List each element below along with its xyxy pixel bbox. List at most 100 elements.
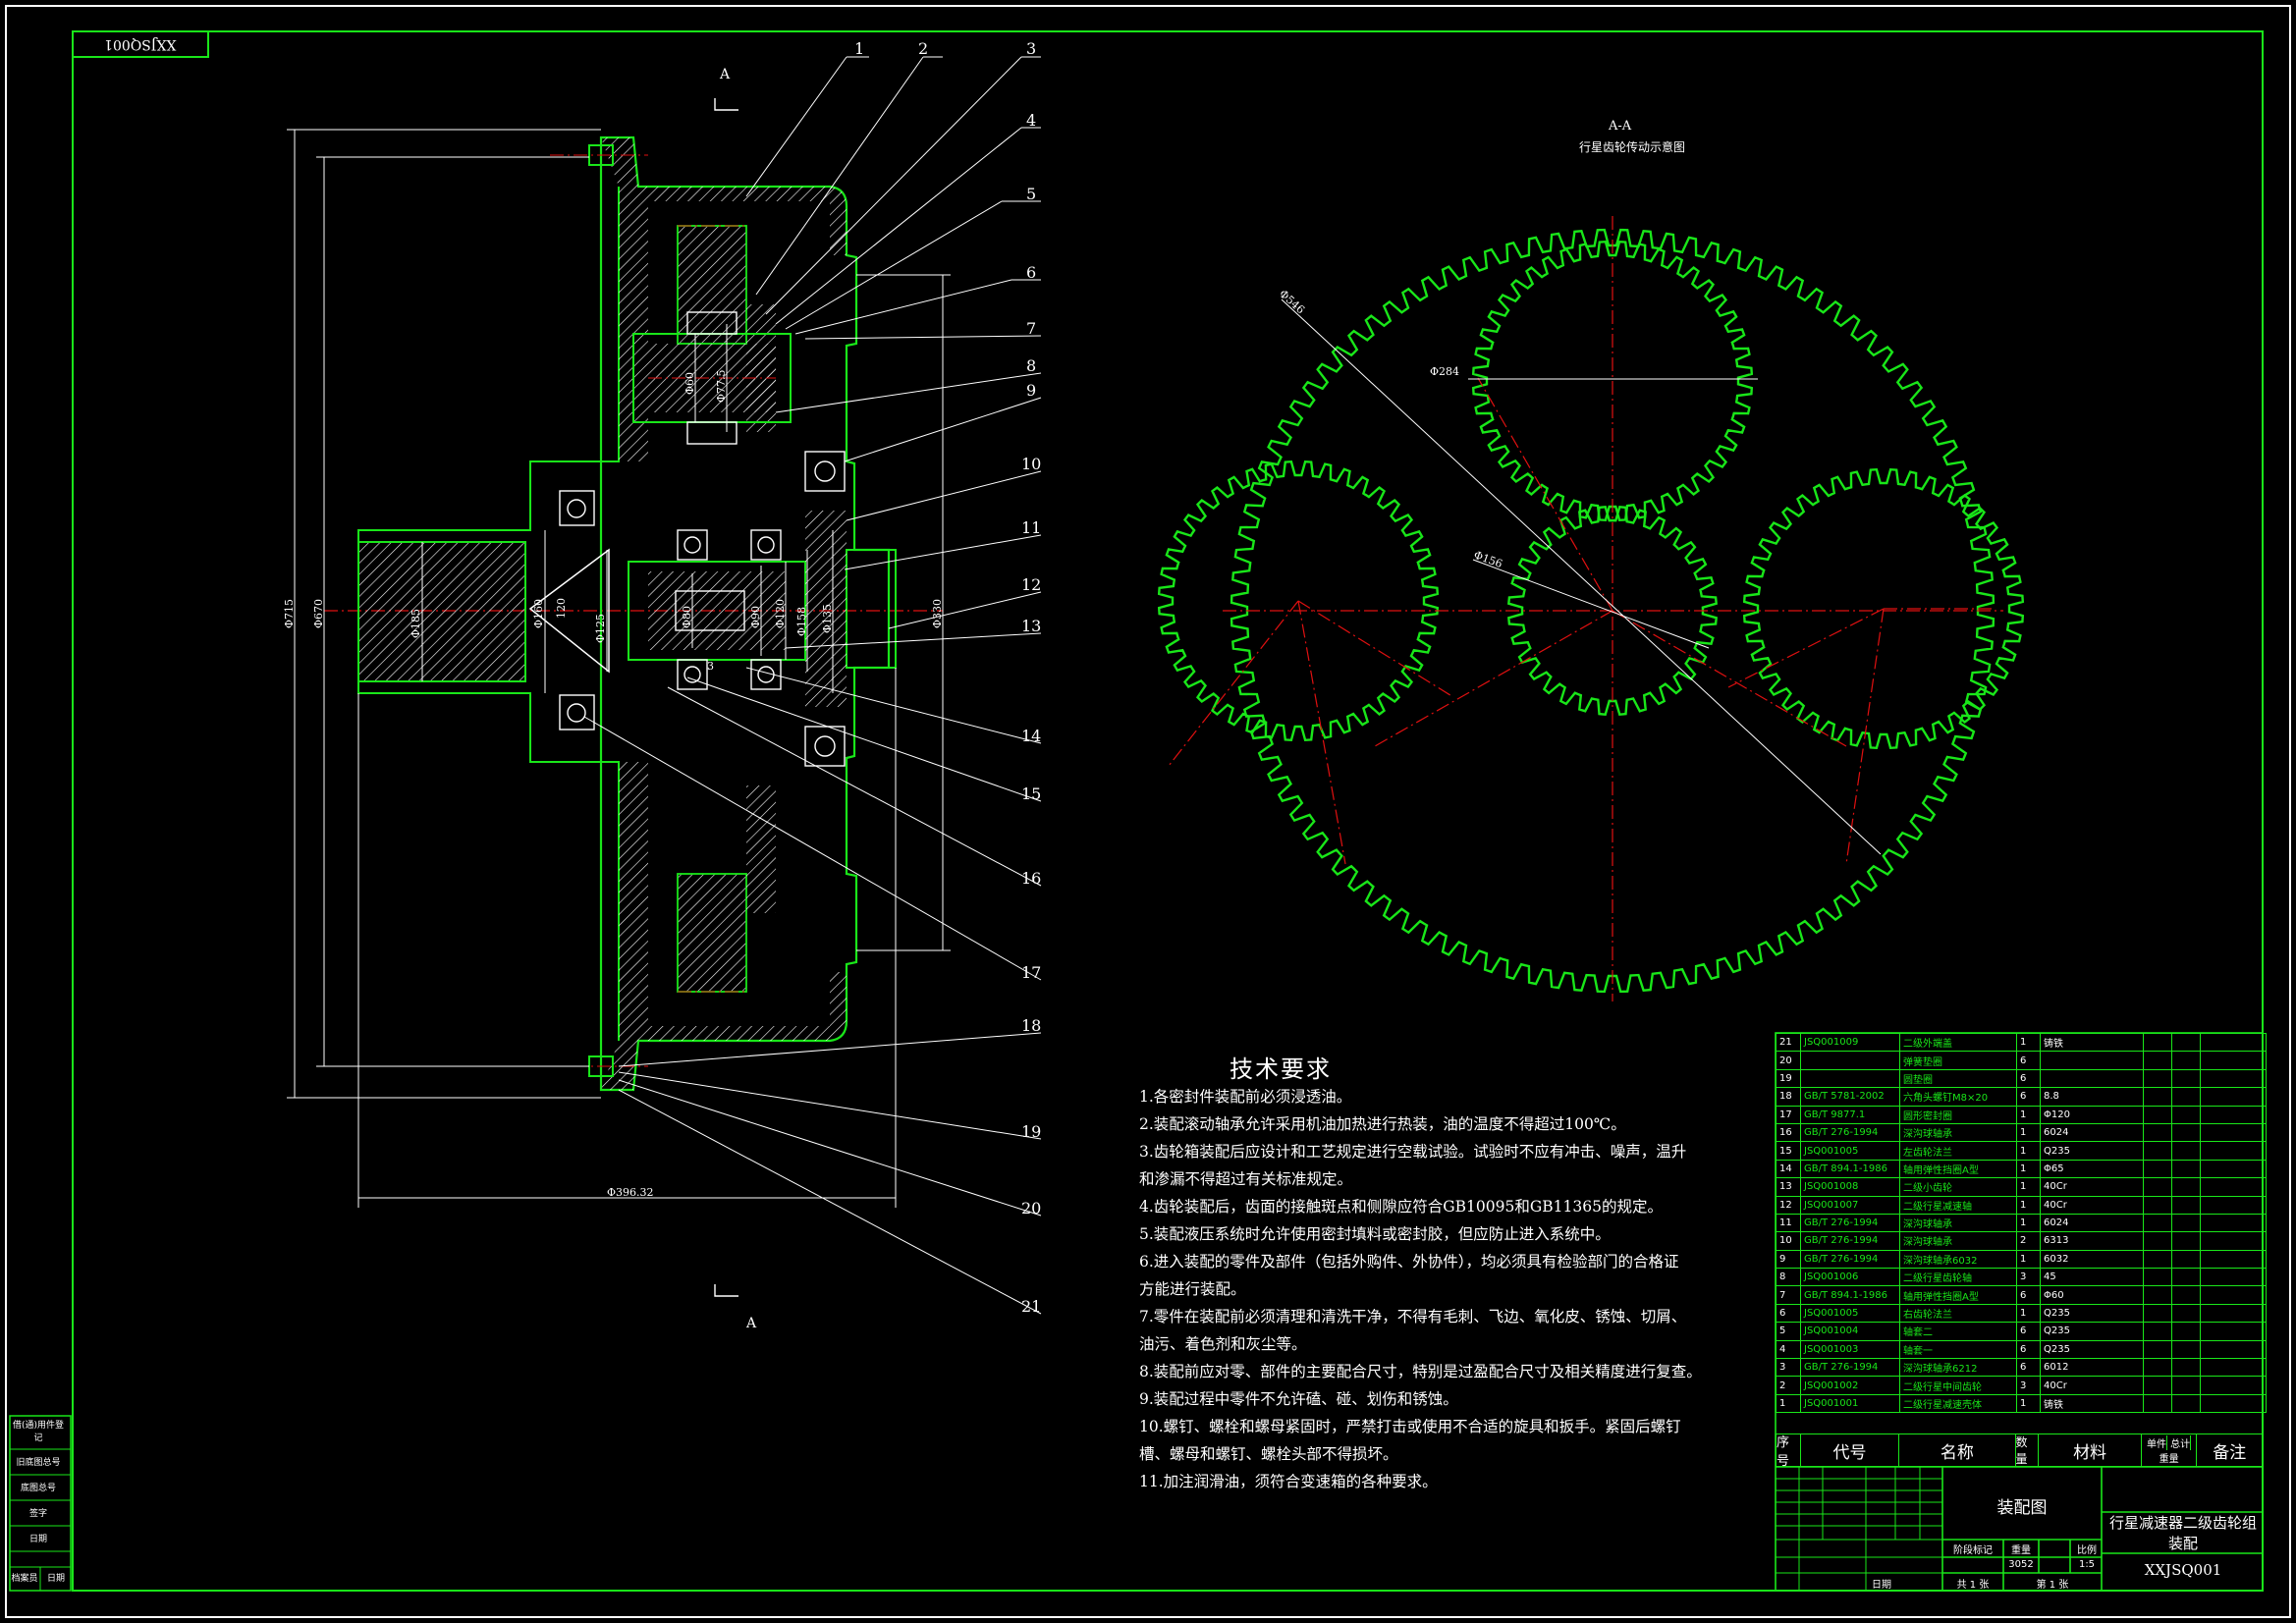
bom-mat	[2040, 1068, 2144, 1089]
bom-qty: 1	[2016, 1177, 2041, 1197]
bom-name: 二级小齿轮	[1899, 1177, 2017, 1197]
sheet-count: 共 1 张	[1956, 1580, 1990, 1591]
bom-empty-cell	[2171, 1322, 2201, 1341]
bom-empty-cell	[2200, 1213, 2267, 1233]
bom-name: 二级行星中间齿轮	[1899, 1376, 2017, 1395]
balloon-20: 20	[1021, 1199, 1041, 1217]
bom-name: 深沟球轴承	[1899, 1213, 2017, 1233]
svg-text:Φ80: Φ80	[681, 606, 693, 628]
bom-empty-cell	[2171, 1376, 2201, 1395]
bom-qty: 1	[2016, 1159, 2041, 1179]
tech-item: 7.零件在装配前必须清理和清洗干净，不得有毛刺、飞边、氧化皮、锈蚀、切屑、	[1139, 1308, 1687, 1325]
bom-qty: 1	[2016, 1141, 2041, 1161]
bom-empty-cell	[2171, 1122, 2201, 1143]
bom-name: 二级外端盖	[1899, 1032, 2017, 1053]
leader-lines	[583, 56, 1042, 1315]
svg-text:Φ330: Φ330	[931, 599, 944, 628]
bom-mat: 6313	[2040, 1231, 2144, 1251]
svg-text:3: 3	[707, 660, 714, 673]
bom-mat: Φ60	[2040, 1285, 2144, 1305]
svg-text:120: 120	[555, 598, 568, 619]
bom-no: 16	[1776, 1122, 1801, 1143]
tech-item: 方能进行装配。	[1139, 1280, 1246, 1298]
bom-qty: 1	[2016, 1122, 2041, 1143]
bom-empty-cell	[2143, 1249, 2172, 1270]
bom-qty: 3	[2016, 1268, 2041, 1287]
svg-text:Φ185: Φ185	[410, 609, 422, 638]
bom-mat: Q235	[2040, 1141, 2144, 1161]
tech-item: 和渗漏不得超过有关标准规定。	[1139, 1170, 1353, 1188]
sun-gear	[1507, 506, 1718, 716]
bom-mat: 40Cr	[2040, 1376, 2144, 1395]
bom-no: 1	[1776, 1393, 1801, 1414]
bom-mat: 6024	[2040, 1213, 2144, 1233]
bom-empty-cell	[2171, 1051, 2201, 1070]
bom-mat: 45	[2040, 1268, 2144, 1287]
bom-name: 深沟球轴承6212	[1899, 1358, 2017, 1378]
bom-name: 轴用弹性挡圈A型	[1899, 1285, 2017, 1305]
svg-text:Φ670: Φ670	[312, 599, 325, 628]
bom-empty-cell	[2143, 1393, 2172, 1414]
bom-name: 二级行星减速壳体	[1899, 1393, 2017, 1414]
bom-code: JSQ001006	[1800, 1268, 1900, 1287]
bom-mat: 6012	[2040, 1358, 2144, 1378]
bom-mat: 铸铁	[2040, 1393, 2144, 1414]
bom-code: JSQ001004	[1800, 1322, 1900, 1341]
bom-empty-cell	[2143, 1177, 2172, 1197]
section-view	[287, 56, 1042, 1315]
bom-mat: Q235	[2040, 1303, 2144, 1324]
bom-empty-cell	[2171, 1195, 2201, 1215]
balloon-9: 9	[1026, 381, 1036, 400]
tech-item: 10.螺钉、螺栓和螺母紧固时，严禁打击或使用不合适的旋具和扳手。紧固后螺钉	[1139, 1418, 1681, 1435]
bom-empty-cell	[2171, 1068, 2201, 1089]
tech-item: 11.加注润滑油，须符合变速箱的各种要求。	[1139, 1473, 1438, 1490]
bom-no: 15	[1776, 1141, 1801, 1161]
bom-empty-cell	[2171, 1285, 2201, 1305]
bom-no: 7	[1776, 1285, 1801, 1305]
tech-item: 槽、螺母和螺钉、螺栓头部不得损坏。	[1139, 1445, 1398, 1463]
bom-code: GB/T 276-1994	[1800, 1249, 1900, 1270]
balloon-5: 5	[1026, 185, 1036, 203]
tech-heading: 技术要求	[1230, 1055, 1332, 1083]
svg-text:A: A	[745, 1316, 757, 1331]
svg-text:行星齿轮传动示意图: 行星齿轮传动示意图	[1579, 139, 1685, 154]
bom-no: 19	[1776, 1068, 1801, 1089]
side-register	[9, 1415, 72, 1592]
bom-name: 左齿轮法兰	[1899, 1141, 2017, 1161]
tech-item: 2.装配滚动轴承允许采用机油加热进行热装，油的温度不得超过100℃。	[1139, 1115, 1626, 1133]
bom-name: 圆垫圈	[1899, 1068, 2017, 1089]
bom-code: JSQ001003	[1800, 1339, 1900, 1360]
bom-empty-cell	[2143, 1339, 2172, 1360]
bom-mat: 6032	[2040, 1249, 2144, 1270]
balloon-3: 3	[1026, 39, 1036, 58]
balloon-21: 21	[1021, 1297, 1041, 1316]
outer-border	[5, 5, 2291, 1618]
bom-mat	[2040, 1051, 2144, 1070]
balloon-15: 15	[1021, 784, 1041, 803]
bom-mat: Φ65	[2040, 1159, 2144, 1179]
balloon-17: 17	[1021, 963, 1041, 982]
stage-label: 阶段标记	[1953, 1545, 1993, 1556]
bom-empty-cell	[2200, 1322, 2267, 1341]
weight-value: 3052	[2008, 1559, 2034, 1570]
balloon-14: 14	[1021, 727, 1041, 745]
bom-empty-cell	[2171, 1358, 2201, 1378]
bom-qty: 1	[2016, 1032, 2041, 1053]
bom-qty: 1	[2016, 1213, 2041, 1233]
scale-label: 比例	[2077, 1545, 2097, 1556]
balloon-1: 1	[854, 39, 864, 58]
bom-name: 轴套二	[1899, 1322, 2017, 1341]
svg-text:Φ120: Φ120	[774, 599, 787, 628]
